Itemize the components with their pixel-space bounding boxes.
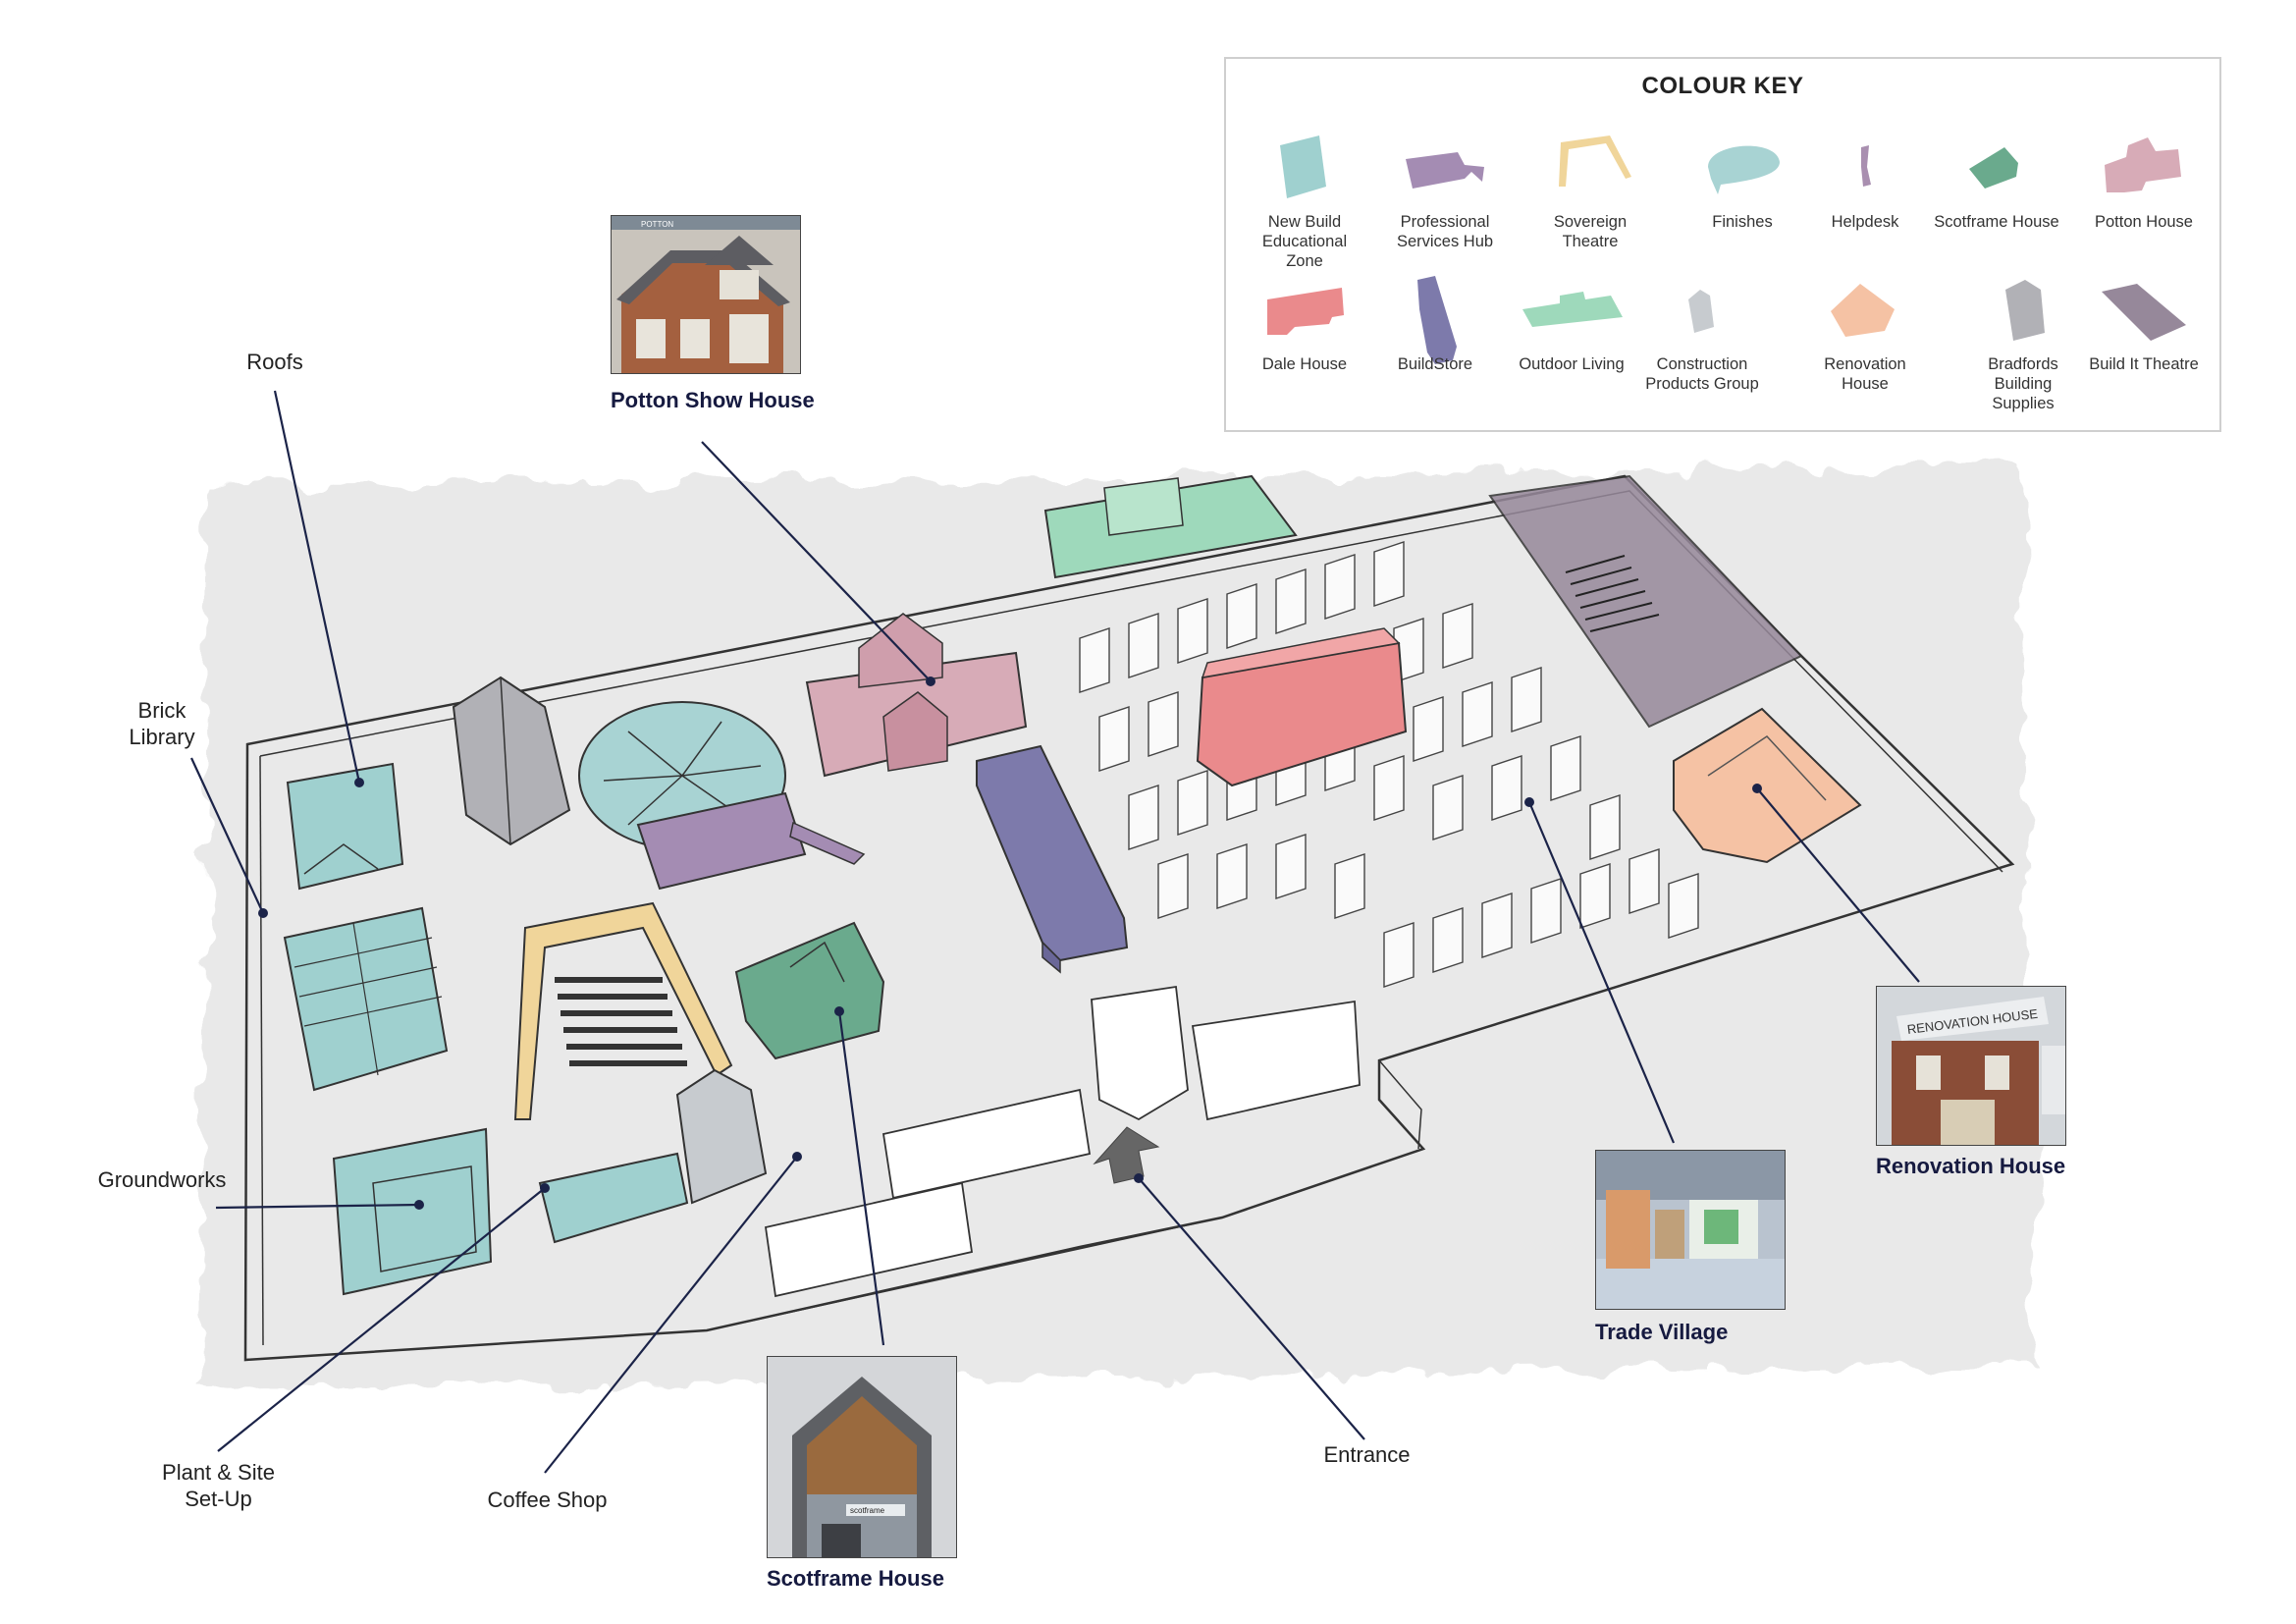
brick-library-label: Brick Library <box>129 698 195 749</box>
groundworks-label: Groundworks <box>97 1167 227 1192</box>
finishes-swatch <box>1708 145 1780 194</box>
potton-show-house-label: Potton Show House <box>611 388 815 412</box>
key-label: Renovation House <box>1824 355 1906 393</box>
key-label: Professional Services Hub <box>1396 213 1494 250</box>
colour-key-title: COLOUR KEY <box>1641 73 1804 99</box>
plant-site-label: Plant & Site Set-Up <box>162 1460 275 1511</box>
professional-services-hub-zone <box>636 791 866 891</box>
renovation-house-photo: RENOVATION HOUSE <box>1876 986 2066 1146</box>
dale-house-zone <box>1196 627 1408 787</box>
bradfords-building-supplies-swatch <box>2005 280 2045 341</box>
groundworks-zone <box>332 1127 493 1296</box>
key-finishes: Finishes <box>1679 128 1806 232</box>
key-label: Finishes <box>1712 213 1773 231</box>
trade-village-label: Trade Village <box>1595 1320 1729 1344</box>
key-label: New Build Educational Zone <box>1261 213 1348 270</box>
scotframe-photo-sign: scotframe <box>850 1506 885 1515</box>
key-renovation-house: Renovation House <box>1801 270 1929 394</box>
key-sovereign-theatre: Sovereign Theatre <box>1526 128 1654 251</box>
colour-key: COLOUR KEY New Build Educational Zone Pr… <box>1224 57 2221 432</box>
potton-house-swatch <box>2105 137 2181 192</box>
sovereign-theatre-zone <box>513 901 733 1120</box>
key-construction-products-group: Construction Products Group <box>1638 270 1766 394</box>
key-potton-house: Potton House <box>2080 128 2208 232</box>
key-label: Potton House <box>2095 213 2193 231</box>
key-bradfords-building-supplies: Bradfords Building Supplies <box>1959 270 2087 413</box>
outdoor-living-zone <box>1043 474 1298 579</box>
key-build-it-theatre: Build It Theatre <box>2080 270 2208 374</box>
potton-photo-sign: POTTON <box>641 220 673 229</box>
scotframe-house-zone <box>734 921 885 1060</box>
key-label: BuildStore <box>1397 355 1473 373</box>
bradfords-zone <box>452 676 571 846</box>
outdoor-living-swatch <box>1522 292 1623 327</box>
key-label: Build It Theatre <box>2089 355 2199 373</box>
key-label: Sovereign Theatre <box>1553 213 1628 250</box>
key-professional-services-hub: Professional Services Hub <box>1381 128 1509 251</box>
coffee-shop-label: Coffee Shop <box>487 1488 608 1512</box>
leader-lines <box>190 390 1920 1474</box>
new-build-educational-zone-swatch <box>1280 135 1326 198</box>
sovereign-theatre-swatch <box>1559 135 1631 187</box>
key-label: Helpdesk <box>1831 213 1899 231</box>
construction-products-group-swatch <box>1688 290 1714 333</box>
key-new-build-educational-zone: New Build Educational Zone <box>1241 128 1368 271</box>
key-label: Scotframe House <box>1934 213 2059 231</box>
trade-village-photo <box>1595 1150 1786 1310</box>
helpdesk-swatch <box>1861 145 1871 187</box>
plant-site-zone <box>538 1152 689 1244</box>
key-helpdesk: Helpdesk <box>1801 128 1929 232</box>
roofs-label: Roofs <box>246 350 303 374</box>
professional-services-hub-swatch <box>1406 152 1484 189</box>
buildstore-zone <box>976 744 1129 974</box>
leader-dots <box>258 677 1762 1210</box>
key-label: Outdoor Living <box>1519 355 1625 373</box>
entrance-structures <box>764 985 1361 1298</box>
key-buildstore: BuildStore <box>1371 270 1499 374</box>
dale-house-swatch <box>1267 288 1344 335</box>
key-dale-house: Dale House <box>1241 270 1368 374</box>
key-label: Construction Products Group <box>1645 355 1759 393</box>
renovation-house-label: Renovation House <box>1876 1154 2066 1178</box>
renovation-house-swatch <box>1831 284 1895 337</box>
buildstore-swatch <box>1417 276 1457 364</box>
entrance-label: Entrance <box>1323 1442 1411 1467</box>
key-outdoor-living: Outdoor Living <box>1508 270 1635 374</box>
scotframe-house-swatch <box>1969 147 2018 189</box>
build-it-theatre-zone <box>1488 474 1803 729</box>
key-label: Dale House <box>1261 355 1348 373</box>
build-it-theatre-swatch <box>2102 284 2186 341</box>
brick-library-zone <box>283 906 449 1092</box>
renovation-house-zone <box>1673 707 1862 864</box>
key-label: Bradfords Building Supplies <box>1988 355 2058 412</box>
scotframe-house-label: Scotframe House <box>767 1566 944 1591</box>
construction-products-zone <box>675 1068 768 1205</box>
potton-show-house-photo: POTTON <box>611 215 801 374</box>
scotframe-house-photo: scotframe <box>767 1356 957 1558</box>
entrance-arrow <box>1093 1126 1160 1184</box>
key-scotframe-house: Scotframe House <box>1933 128 2060 232</box>
